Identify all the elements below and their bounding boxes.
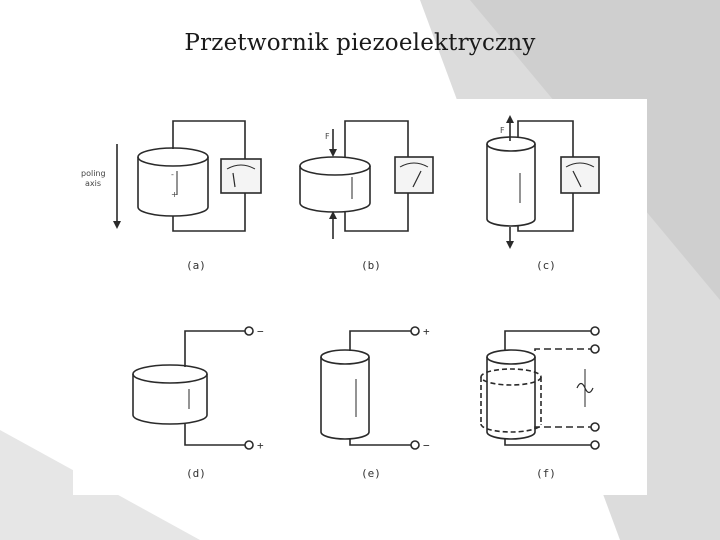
slide-title: Przetwornik piezoelektryczny (184, 30, 536, 56)
transducer-diagram: - + (73, 99, 647, 495)
panel-d (132, 326, 254, 450)
panel-label-f: (f) (536, 467, 556, 480)
cylinder-b-top (299, 156, 371, 176)
terminal-e-top (410, 326, 420, 336)
panel-label-a: (a) (186, 259, 206, 272)
cylinder-e-top (320, 349, 370, 365)
cylinder-a-top (137, 147, 209, 167)
terminal-d-top-sign: − (257, 325, 264, 338)
panel-e (320, 326, 420, 450)
meter-b (394, 156, 434, 194)
cylinder-d-top (132, 364, 208, 384)
poling-axis-label-1: poling (81, 169, 106, 178)
panel-label-c: (c) (536, 259, 556, 272)
terminal-e-top-sign: + (423, 325, 430, 338)
terminal-d-bottom (244, 440, 254, 450)
panel-b (299, 120, 434, 239)
terminal-d-top (244, 326, 254, 336)
svg-text:+: + (171, 190, 178, 199)
panel-a: - + (113, 120, 262, 232)
force-label-c: F (500, 126, 505, 135)
terminal-e-bottom-sign: − (423, 439, 430, 452)
terminal-e-bottom (410, 440, 420, 450)
cylinder-c-top (486, 136, 536, 152)
poling-axis-label-2: axis (85, 179, 101, 188)
meter-c (560, 156, 600, 194)
panel-label-b: (b) (361, 259, 381, 272)
panel-f (480, 326, 600, 450)
diagram-svg: - + (81, 115, 600, 480)
svg-text:-: - (171, 170, 174, 179)
meter-a (220, 158, 262, 194)
ac-wave-icon (576, 382, 594, 394)
panel-label-e: (e) (361, 467, 381, 480)
panel-c (486, 115, 600, 249)
panel-label-d: (d) (186, 467, 206, 480)
force-label-b: F (325, 132, 330, 141)
terminal-d-bottom-sign: + (257, 439, 264, 452)
